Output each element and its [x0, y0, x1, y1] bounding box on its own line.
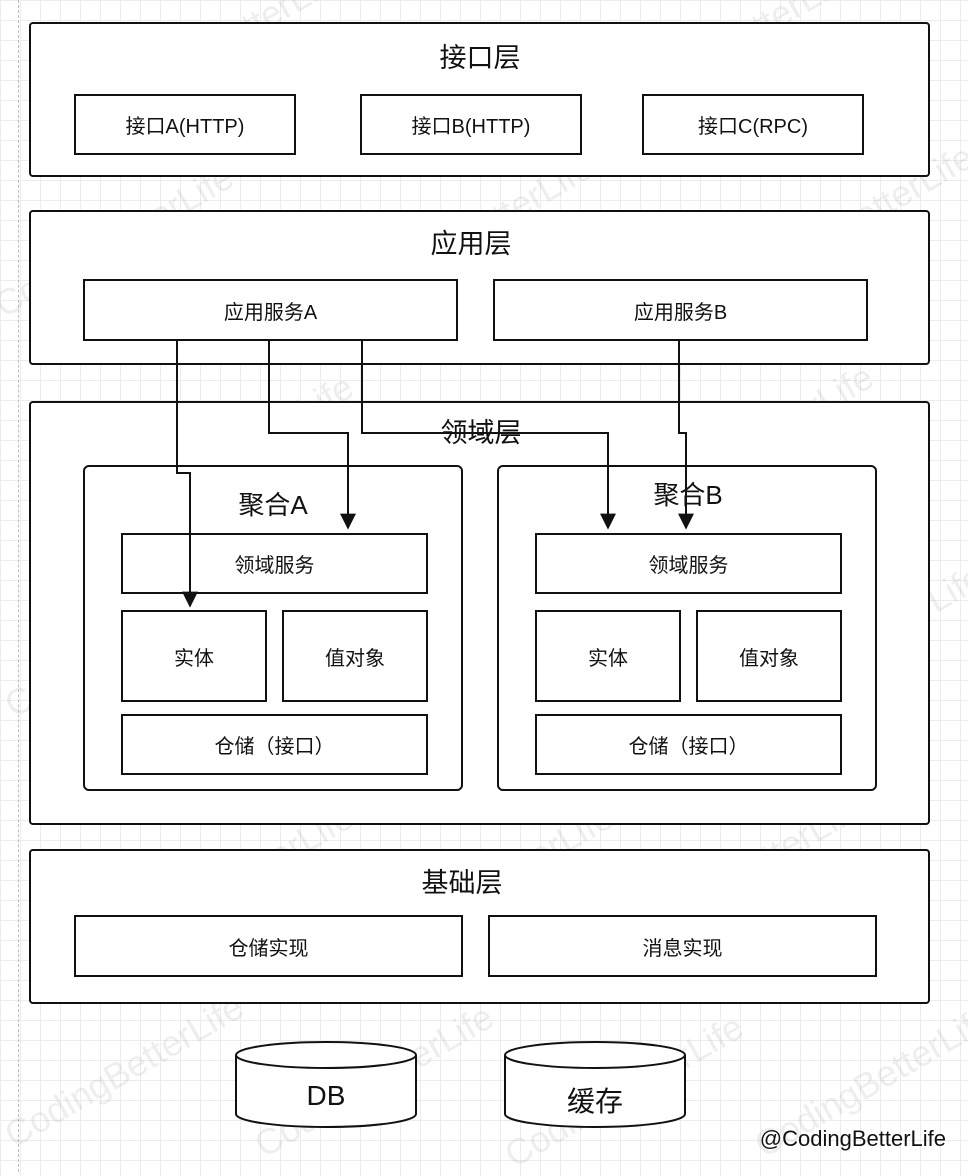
application-layer-title: 应用层: [430, 229, 512, 259]
interface-layer-title: 接口层: [439, 43, 521, 73]
watermark: CodingBetterLife: [0, 985, 251, 1156]
aggregate-a-title: 聚合A: [238, 490, 308, 520]
infrastructure-layer: 基础层 仓储实现 消息实现: [29, 849, 930, 1004]
aggregate-a-entity: 实体: [121, 610, 267, 702]
watermark: CodingBetterLife: [247, 995, 501, 1166]
interface-b-box: 接口B(HTTP): [360, 94, 582, 155]
aggregate-b: 聚合B 领域服务 实体 值对象 仓储（接口）: [497, 465, 877, 791]
cache-label: 缓存: [566, 1086, 624, 1117]
application-layer: 应用层 应用服务A 应用服务B: [29, 210, 930, 365]
interface-c-box: 接口C(RPC): [642, 94, 864, 155]
db-label: DB: [306, 1080, 346, 1111]
repository-impl-box: 仓储实现: [74, 915, 463, 977]
aggregate-a-domain-service: 领域服务: [121, 533, 428, 594]
aggregate-b-domain-service: 领域服务: [535, 533, 842, 594]
messaging-impl-box: 消息实现: [488, 915, 877, 977]
domain-layer-title: 领域层: [440, 418, 522, 448]
app-service-b-box: 应用服务B: [493, 279, 868, 341]
interface-layer: 接口层 接口A(HTTP) 接口B(HTTP) 接口C(RPC): [29, 22, 930, 177]
domain-layer: 领域层 聚合A 领域服务 实体 值对象 仓储（接口） 聚合B 领域服务 实体 值…: [29, 401, 930, 825]
infrastructure-layer-title: 基础层: [421, 868, 503, 898]
aggregate-b-entity: 实体: [535, 610, 681, 702]
aggregate-b-repository: 仓储（接口）: [535, 714, 842, 775]
aggregate-a: 聚合A 领域服务 实体 值对象 仓储（接口）: [83, 465, 463, 791]
interface-a-box: 接口A(HTTP): [74, 94, 296, 155]
aggregate-a-repository: 仓储（接口）: [121, 714, 428, 775]
left-dashed-guide: [18, 0, 19, 1172]
aggregate-a-value-object: 值对象: [282, 610, 428, 702]
aggregate-b-title: 聚合B: [653, 480, 723, 510]
app-service-a-box: 应用服务A: [83, 279, 458, 341]
author-credit: @CodingBetterLife: [759, 1126, 946, 1151]
aggregate-b-value-object: 值对象: [696, 610, 842, 702]
watermark: CodingBetterLife: [497, 1005, 751, 1176]
